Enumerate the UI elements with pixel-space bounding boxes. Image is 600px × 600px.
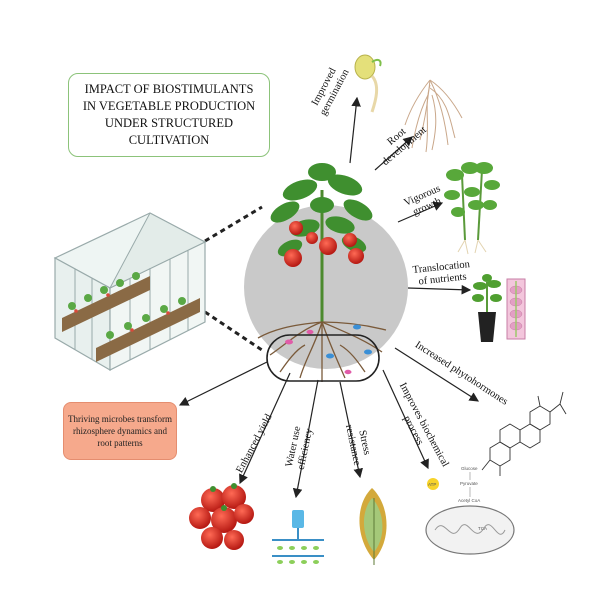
mito-acetyl-label: Acetyl CoA [458, 498, 480, 503]
arrow-phytohormones [394, 347, 480, 402]
central-circle [244, 205, 408, 369]
mito-pyruvate-label: Pyruvate [460, 481, 478, 486]
germinating-seed-icon [354, 54, 382, 113]
growing-plants-icon [444, 162, 500, 255]
arrow-nutrients [407, 284, 472, 295]
mitochondrion-icon: Glucose Pyruvate Acetyl CoA TCA ATP [425, 466, 515, 555]
arrow-biochem [382, 369, 429, 470]
microbes-box-text: Thriving microbes transform rhizosphere … [68, 414, 172, 448]
arrow-stress [339, 381, 363, 479]
arrow-microbes [178, 361, 268, 406]
root-system-icon [404, 79, 463, 153]
arrow-yield [239, 372, 291, 485]
atp-label: ATP [428, 482, 436, 487]
dashed-connector-bottom [204, 310, 263, 352]
phytohormone-molecule-icon [481, 391, 567, 476]
microbes-box: Thriving microbes transform rhizosphere … [63, 402, 177, 460]
leaf-icon [359, 488, 387, 565]
mito-tca-label: TCA [478, 526, 487, 531]
water-drip-icon [272, 510, 324, 564]
greenhouse-illustration [53, 212, 207, 372]
arrow-germination [349, 96, 361, 164]
tomato-harvest-icon [189, 483, 254, 550]
arrow-growth [397, 201, 444, 223]
plant-cell-icon [506, 278, 526, 340]
title-box: IMPACT OF BIOSTIMULANTS IN VEGETABLE PRO… [68, 73, 270, 157]
potted-plant-icon [472, 274, 502, 342]
arrow-water [292, 379, 319, 499]
rhizosphere-outline [266, 334, 380, 382]
tomato-plant [257, 163, 387, 382]
mito-glucose-label: Glucose [461, 466, 478, 471]
arrow-root [374, 136, 413, 171]
diagram-title: IMPACT OF BIOSTIMULANTS IN VEGETABLE PRO… [82, 82, 256, 147]
dashed-connector-top [204, 205, 263, 243]
